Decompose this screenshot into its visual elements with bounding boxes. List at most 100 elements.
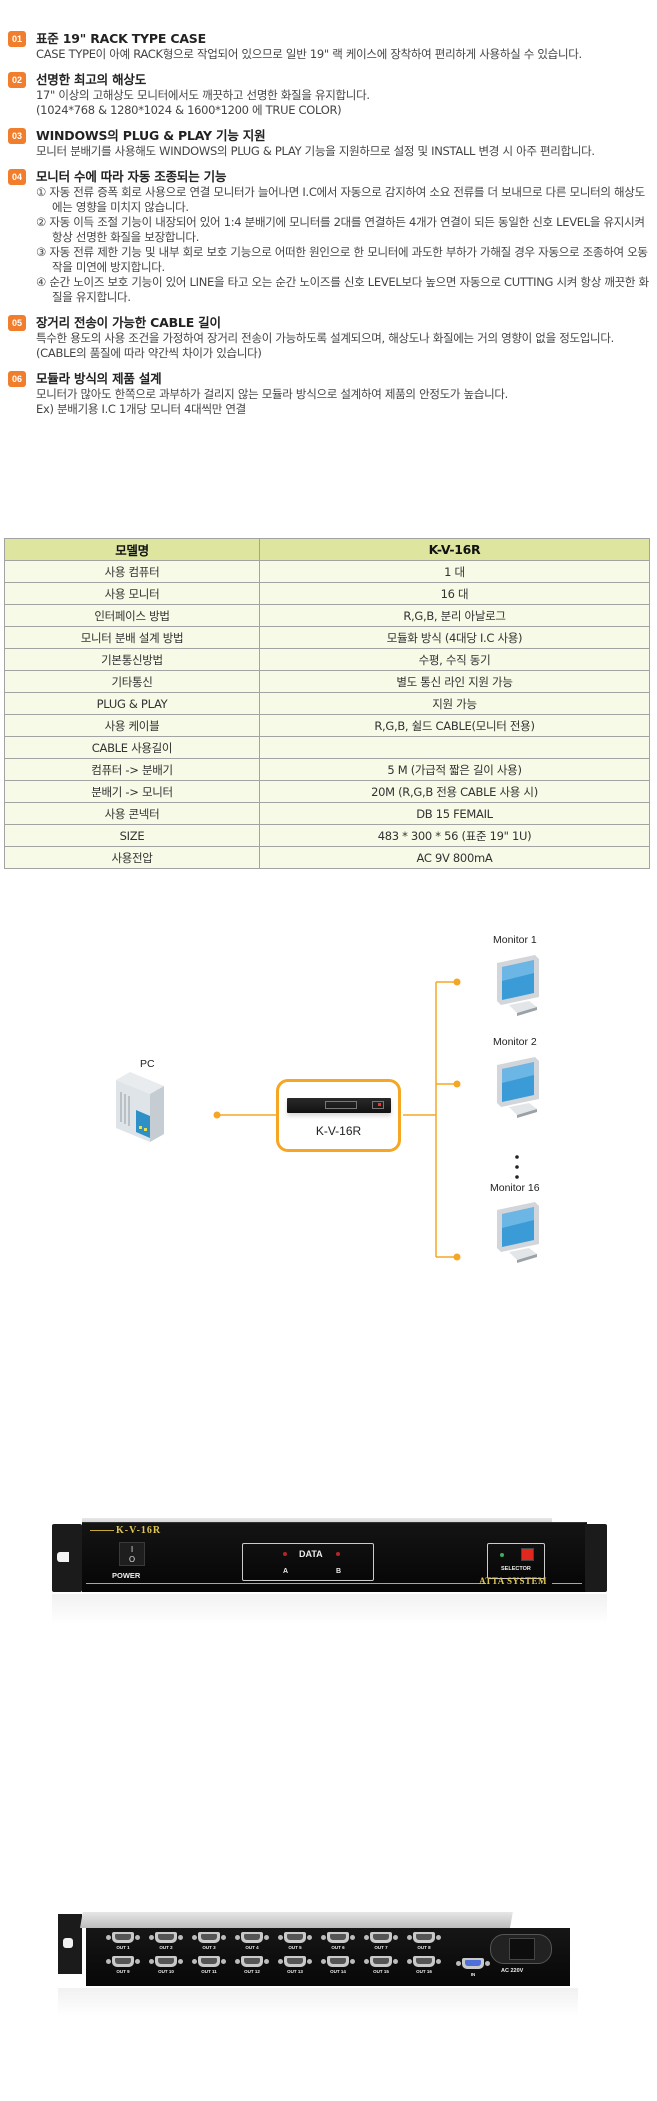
vga-input-port xyxy=(456,1958,490,1970)
ac-power-inlet xyxy=(490,1934,552,1964)
feature-sub-item: ② 자동 이득 조절 기능이 내장되어 있어 1:4 분배기에 모니터를 2대를… xyxy=(36,215,645,244)
output-port-label: OUT 14 xyxy=(330,1969,346,1974)
spec-value-cell: 모듈화 방식 (4대당 I.C 사용) xyxy=(259,626,650,649)
power-label: POWER xyxy=(112,1571,141,1580)
monitor-1-dot xyxy=(453,978,461,986)
feature-number-badge: 01 xyxy=(8,31,26,47)
connection-diagram: PC Monitor 1 Monitor 2 Monitor 16 xyxy=(0,920,657,1280)
led-a-indicator xyxy=(283,1552,287,1556)
monitor-16-icon xyxy=(497,1202,539,1263)
splitter-device-label: K-V-16R xyxy=(315,1124,362,1138)
spec-table-header-row: 모델명 K-V-16R xyxy=(4,538,650,561)
selector-panel: SELECTOR xyxy=(487,1543,545,1579)
spec-value-cell: 별도 통신 라인 지원 가능 xyxy=(259,670,650,693)
vga-output-port xyxy=(192,1956,226,1968)
spec-value-cell: 1 대 xyxy=(259,560,650,583)
vga-output-port xyxy=(235,1932,269,1944)
spec-label-cell: 사용 컴퓨터 xyxy=(4,560,260,583)
spec-label-cell: 사용 케이블 xyxy=(4,714,260,737)
feature-line: 모니터 분배기를 사용해도 WINDOWS의 PLUG & PLAY 기능을 지… xyxy=(36,144,595,158)
vga-output-port xyxy=(106,1932,140,1944)
spec-table-row: CABLE 사용길이 xyxy=(4,736,650,759)
spec-label-cell: CABLE 사용길이 xyxy=(4,736,260,759)
output-port-label: OUT 4 xyxy=(245,1945,259,1950)
feature-line: 특수한 용도의 사용 조건을 가정하여 장거리 전송이 가능하도록 설계되으며,… xyxy=(36,331,614,360)
feature-body: CASE TYPE이 아예 RACK형으로 작업되어 있으므로 일반 19" 랙… xyxy=(36,47,653,62)
feature-body: 특수한 용도의 사용 조건을 가정하여 장거리 전송이 가능하도록 설계되으며,… xyxy=(36,331,653,361)
vga-output-port xyxy=(321,1932,355,1944)
spec-header-model: K-V-16R xyxy=(259,538,650,561)
spec-value-cell xyxy=(259,736,650,759)
feature-title: 표준 19" RACK TYPE CASE xyxy=(36,31,206,46)
feature-item: 06 모듈라 방식의 제품 설계 모니터가 많아도 한쪽으로 과부하가 걸리지 … xyxy=(8,370,653,417)
diagram-lines xyxy=(116,955,539,1263)
feature-line: (1024*768 & 1280*1024 & 1600*1200 에 TRUE… xyxy=(36,103,342,117)
data-label: DATA xyxy=(299,1549,323,1559)
output-port-label: OUT 13 xyxy=(287,1969,303,1974)
pc-label: PC xyxy=(140,1058,155,1070)
spec-label-cell: 분배기 -> 모니터 xyxy=(4,780,260,803)
output-port-label: OUT 12 xyxy=(244,1969,260,1974)
feature-item: 05 장거리 전송이 가능한 CABLE 길이 특수한 용도의 사용 조건을 가… xyxy=(8,314,653,361)
feature-title: 모듈라 방식의 제품 설계 xyxy=(36,371,162,386)
feature-number-badge: 06 xyxy=(8,371,26,387)
vga-output-port xyxy=(364,1956,398,1968)
spec-header-label: 모델명 xyxy=(4,538,260,561)
output-port-label: OUT 7 xyxy=(374,1945,388,1950)
feature-body: 모니터가 많아도 한쪽으로 과부하가 걸리지 않는 모듈라 방식으로 설계하여 … xyxy=(36,387,653,417)
rack-ear-left xyxy=(52,1524,82,1592)
monitor-16-label: Monitor 16 xyxy=(490,1182,540,1194)
feature-line: 17" 이상의 고해상도 모니터에서도 깨끗하고 선명한 화질을 유지합니다. xyxy=(36,88,370,102)
pc-connection-dot xyxy=(213,1111,221,1119)
selector-button xyxy=(521,1548,534,1561)
output-port-label: OUT 2 xyxy=(159,1945,173,1950)
input-label: IN xyxy=(470,1972,476,1977)
feature-number-badge: 02 xyxy=(8,72,26,88)
feature-sub-item: ④ 순간 노이즈 보호 기능이 있어 LINE을 타고 오는 순간 노이즈를 신… xyxy=(36,275,649,304)
front-model-label: K-V-16R xyxy=(116,1525,162,1536)
led-b-indicator xyxy=(336,1552,340,1556)
feature-number-badge: 05 xyxy=(8,315,26,331)
spec-value-cell: R,G,B, 분리 아날로그 xyxy=(259,604,650,627)
ellipsis-dot xyxy=(515,1155,519,1159)
vga-output-port xyxy=(407,1956,441,1968)
output-port-label: OUT 5 xyxy=(288,1945,302,1950)
feature-line: 모니터가 많아도 한쪽으로 과부하가 걸리지 않는 모듈라 방식으로 설계하여 … xyxy=(36,387,509,401)
spec-label-cell: PLUG & PLAY xyxy=(4,692,260,715)
monitor-2-icon xyxy=(497,1057,539,1118)
ac-power-label: AC 220V xyxy=(501,1968,524,1974)
spec-label-cell: 모니터 분배 설계 방법 xyxy=(4,626,260,649)
vga-output-port xyxy=(364,1932,398,1944)
monitor-2-label: Monitor 2 xyxy=(493,1036,537,1048)
spec-value-cell: 20M (R,G,B 전용 CABLE 사용 시) xyxy=(259,780,650,803)
rack-ear-right xyxy=(585,1524,607,1592)
monitor-16-dot xyxy=(453,1253,461,1261)
feature-title: 선명한 최고의 해상도 xyxy=(36,72,147,87)
spec-label-cell: 기타통신 xyxy=(4,670,260,693)
vga-output-port xyxy=(106,1956,140,1968)
pc-tower-icon xyxy=(116,1072,164,1142)
spec-value-cell: AC 9V 800mA xyxy=(259,846,650,869)
output-port-label: OUT 9 xyxy=(116,1969,130,1974)
rack-ear-left xyxy=(58,1914,82,1974)
channel-b-label: B xyxy=(336,1568,342,1575)
output-port-label: OUT 8 xyxy=(417,1945,431,1950)
ellipsis-dot xyxy=(515,1175,519,1179)
feature-number-badge: 03 xyxy=(8,128,26,144)
feature-item: 03 WINDOWS의 PLUG & PLAY 기능 지원 모니터 분배기를 사… xyxy=(8,127,653,159)
